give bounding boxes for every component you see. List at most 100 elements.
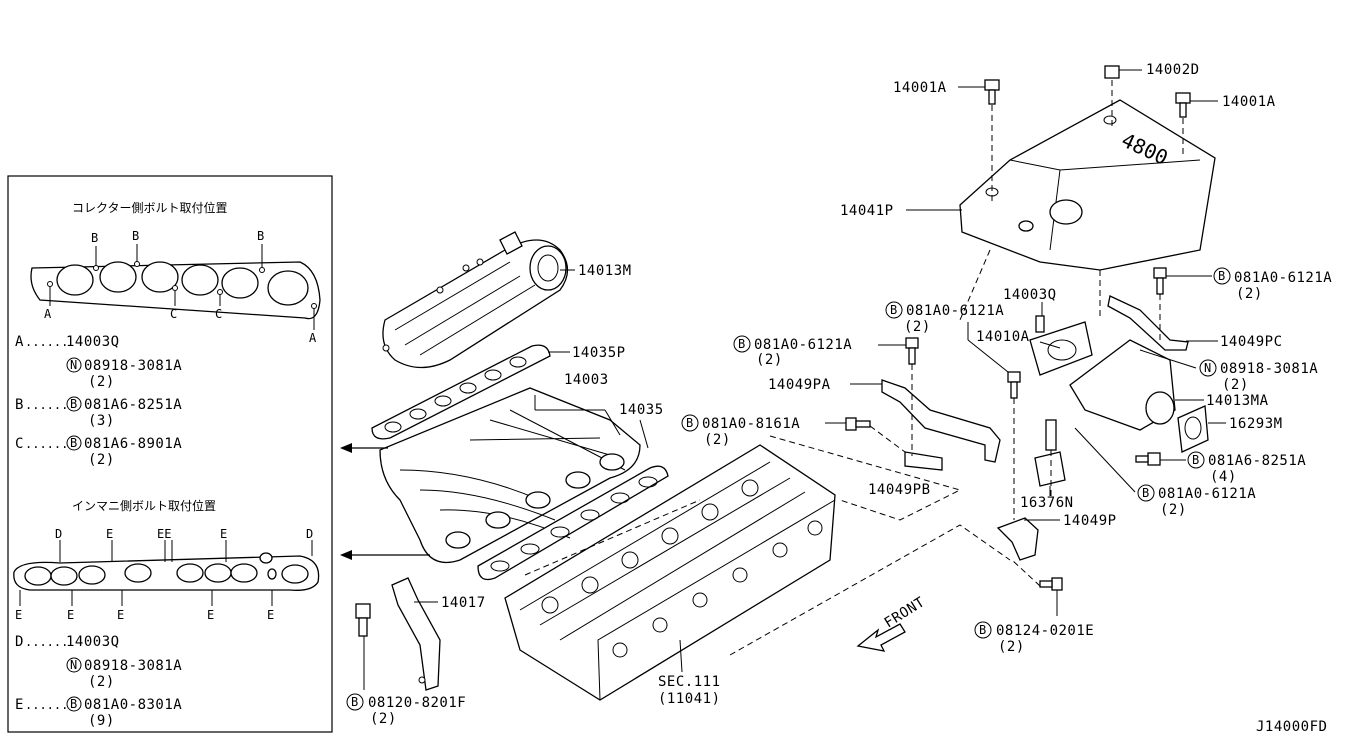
bracket-14049pb-drawing — [904, 451, 943, 471]
svg-text:B: B — [70, 697, 77, 711]
direction-arrow-lower — [340, 550, 430, 560]
svg-text:B: B — [890, 303, 897, 317]
sensor-16376n-drawing — [1034, 419, 1066, 487]
svg-text:081A0-8161A: 081A0-8161A — [702, 416, 800, 432]
marker-e-4: E — [67, 608, 74, 622]
svg-text:B: B — [70, 397, 77, 411]
svg-text:N: N — [70, 658, 77, 672]
svg-text:(2): (2) — [1160, 502, 1187, 518]
callout-14013m: 14013M — [578, 263, 632, 279]
svg-text:(2): (2) — [998, 639, 1025, 655]
bolt-14001a-left — [984, 79, 1000, 105]
callout-081a0-6121a-left: B 081A0-6121A (2) — [733, 335, 852, 368]
collector-title: コレクター側ボルト取付位置 — [72, 200, 228, 215]
svg-text:A: A — [15, 334, 24, 350]
marker-c-2: C — [215, 307, 222, 321]
marker-e-2: E — [220, 527, 227, 541]
svg-text:B: B — [1192, 453, 1199, 467]
callout-08120-8201f: B 08120-8201F (2) — [346, 693, 466, 727]
direction-arrow-upper — [340, 443, 388, 453]
stud-14003q — [1035, 315, 1045, 333]
svg-text:14035: 14035 — [619, 402, 664, 418]
callout-081a0-6121a-bottom: B 081A0-6121A (2) — [1137, 484, 1256, 518]
svg-text:14013M: 14013M — [578, 263, 632, 279]
svg-text:081A6-8251A: 081A6-8251A — [84, 397, 182, 413]
callout-14049p: 14049P — [1063, 513, 1116, 529]
svg-text:B: B — [15, 397, 24, 413]
marker-e-1: E — [106, 527, 113, 541]
svg-text:N: N — [70, 358, 77, 372]
svg-text:14003: 14003 — [564, 372, 609, 388]
bolt-location-inset: コレクター側ボルト取付位置 B B B A — [7, 175, 333, 733]
callout-16376n: 16376N — [1020, 495, 1073, 511]
manifold-gasket-drawing — [13, 540, 320, 606]
callout-081a6-8251a: B 081A6-8251A (4) — [1187, 451, 1306, 485]
svg-text:B: B — [351, 695, 358, 709]
svg-text:(2): (2) — [1222, 377, 1249, 393]
svg-text:081A0-8301A: 081A0-8301A — [84, 697, 182, 713]
svg-text:14003Q: 14003Q — [1003, 287, 1057, 303]
svg-text:......: ...... — [25, 335, 68, 349]
bolt-08124-0201e — [1039, 577, 1063, 591]
callout-14013ma: 14013MA — [1206, 393, 1269, 409]
gasket-16293m-drawing — [1177, 405, 1209, 453]
svg-text:14013MA: 14013MA — [1206, 393, 1269, 409]
svg-text:14049PC: 14049PC — [1220, 334, 1283, 350]
marker-b-1: B — [91, 231, 98, 245]
svg-text:08120-8201F: 08120-8201F — [368, 695, 466, 711]
callout-14003q: 14003Q — [1003, 287, 1057, 303]
svg-text:(2): (2) — [704, 432, 731, 448]
svg-text:081A6-8901A: 081A6-8901A — [84, 436, 182, 452]
callout-14049pa: 14049PA — [768, 377, 831, 393]
svg-text:(4): (4) — [1210, 469, 1237, 485]
marker-d-2: D — [306, 527, 313, 541]
callout-14035p: 14035P — [572, 345, 625, 361]
bolt-081a0-6121a-1 — [1153, 267, 1167, 295]
svg-text:08918-3081A: 08918-3081A — [84, 658, 182, 674]
callout-sec-111: SEC.111 (11041) — [658, 674, 720, 707]
callout-08918-3081a: N 08918-3081A (2) — [1199, 359, 1318, 393]
callout-081a0-8161a: B 081A0-8161A (2) — [681, 414, 800, 448]
svg-text:N: N — [1204, 361, 1211, 375]
svg-text:081A0-6121A: 081A0-6121A — [754, 337, 852, 353]
svg-text:081A0-6121A: 081A0-6121A — [906, 303, 1004, 319]
callout-14001a-right: 14001A — [1222, 94, 1275, 110]
svg-text:(9): (9) — [88, 713, 115, 729]
svg-text:14049PA: 14049PA — [768, 377, 831, 393]
legend-row-c: C ...... B 081A6-8901A (2) — [15, 435, 182, 468]
front-label: FRONT — [882, 594, 928, 631]
marker-c-1: C — [170, 307, 177, 321]
svg-text:......: ...... — [25, 698, 68, 712]
legend-row-b: B ...... B 081A6-8251A (3) — [15, 396, 182, 429]
svg-text:14003Q: 14003Q — [66, 634, 120, 650]
svg-text:14017: 14017 — [441, 595, 486, 611]
collector-14013m-drawing — [382, 231, 569, 369]
marker-d-1: D — [55, 527, 62, 541]
marker-b-3: B — [257, 229, 264, 243]
engine-cover-14041p-drawing: 4800 — [959, 99, 1216, 271]
svg-text:(2): (2) — [1236, 286, 1263, 302]
callout-14049pc: 14049PC — [1220, 334, 1283, 350]
bolt-14001a-right — [1175, 92, 1191, 118]
marker-ee: EE — [157, 527, 171, 541]
bracket-14049pa-drawing — [881, 379, 1001, 463]
callout-081a0-6121a-top: B 081A0-6121A (2) — [1213, 267, 1332, 302]
svg-text:081A0-6121A: 081A0-6121A — [1158, 486, 1256, 502]
callout-14010a: 14010A — [976, 329, 1029, 345]
svg-text:14002D: 14002D — [1146, 62, 1200, 78]
callout-14017: 14017 — [441, 595, 486, 611]
legend-row-e: E ...... B 081A0-8301A (9) — [15, 696, 182, 729]
svg-text:08918-3081A: 08918-3081A — [84, 358, 182, 374]
marker-a-1: A — [44, 307, 52, 321]
svg-text:E: E — [15, 697, 24, 713]
callout-081a0-6121a-mid: B 081A0-6121A (2) — [885, 301, 1004, 335]
svg-text:B: B — [738, 337, 745, 351]
bolt-081a0-6121a-3 — [1007, 371, 1021, 399]
intake-manifold-14003-drawing — [379, 387, 641, 564]
bolt-081a6-8251a — [1135, 452, 1161, 466]
cylinder-head-drawing — [504, 444, 836, 701]
callout-08124-0201e: B 08124-0201E (2) — [974, 621, 1094, 655]
assembly-guide-lines — [524, 80, 1184, 656]
svg-text:(3): (3) — [88, 413, 115, 429]
